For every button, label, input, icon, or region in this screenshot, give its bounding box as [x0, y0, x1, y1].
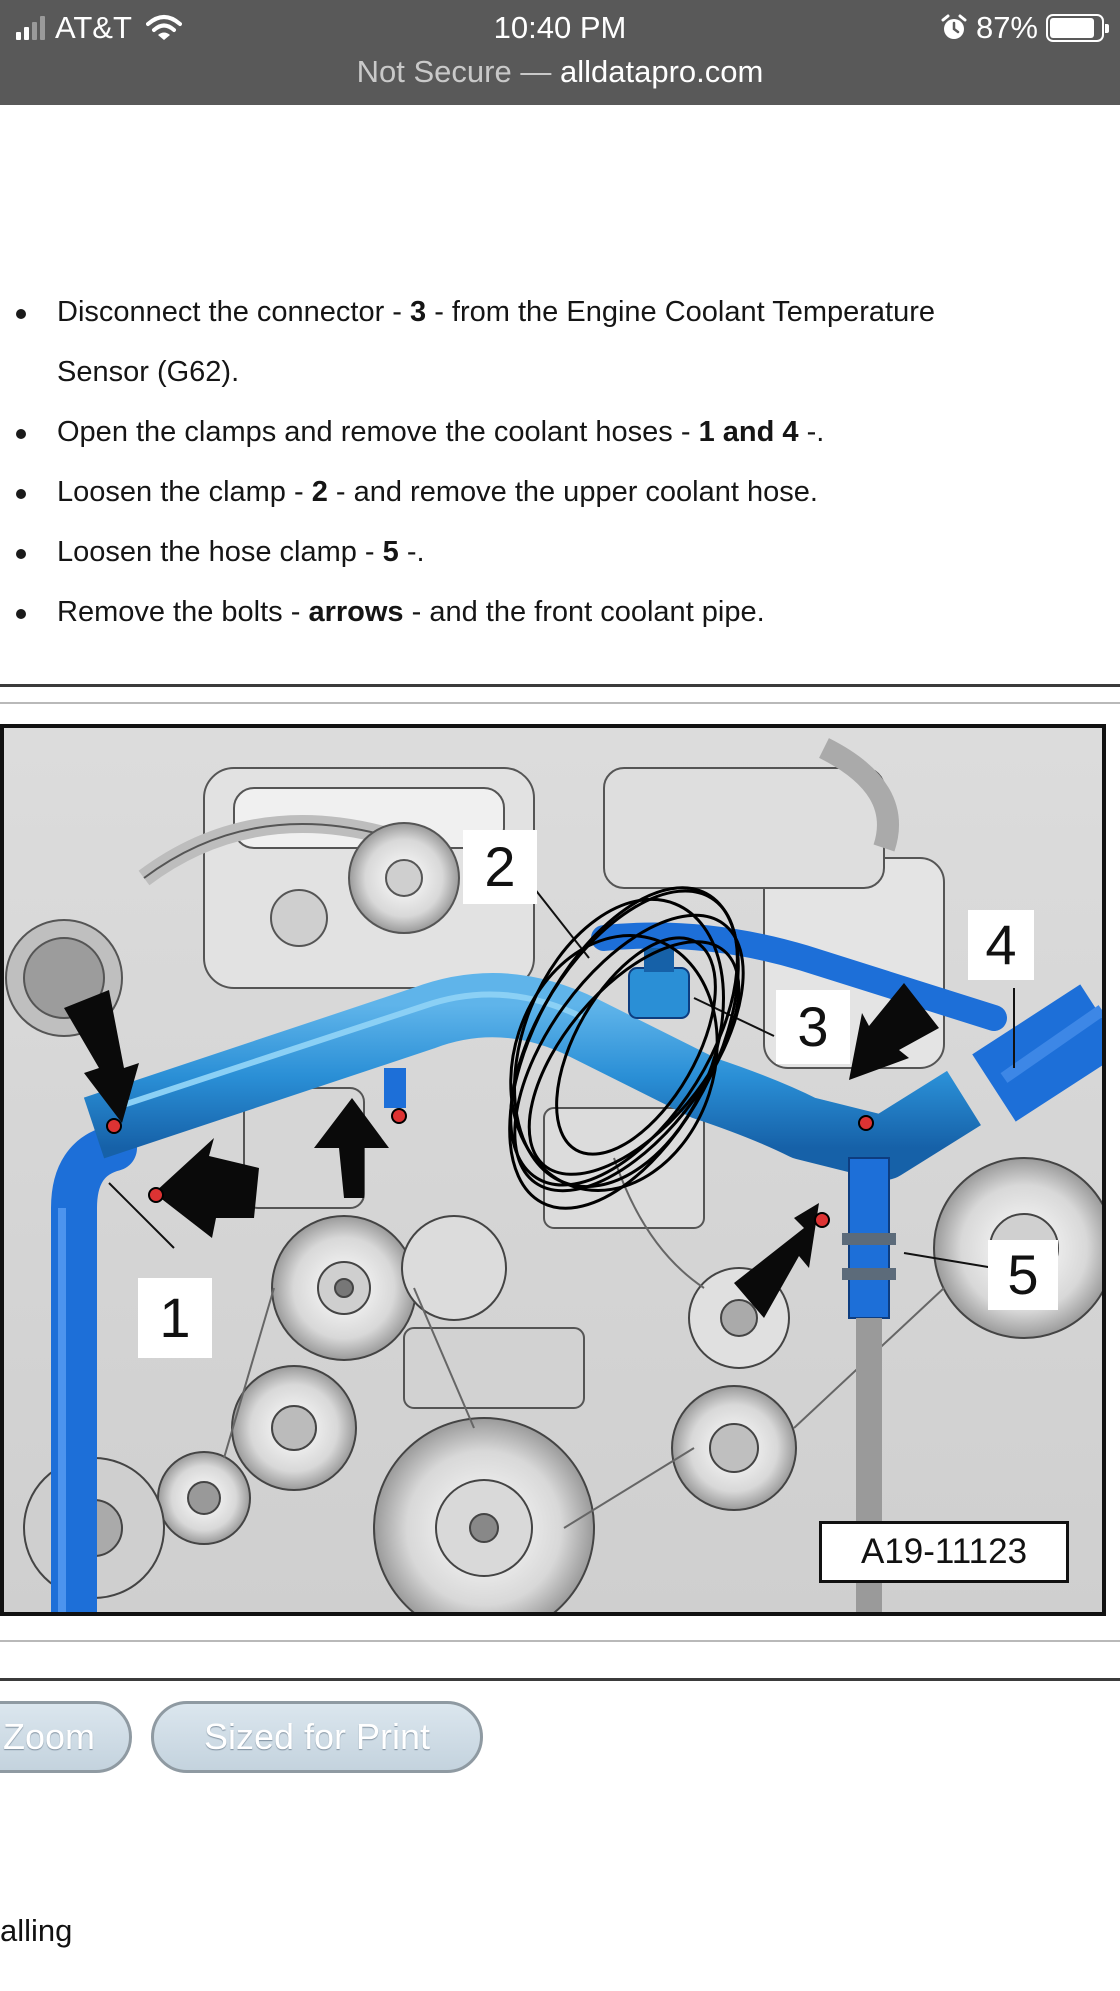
carrier-name: AT&T — [55, 10, 132, 45]
engine-illustration — [4, 728, 1102, 1612]
battery-fill — [1050, 18, 1094, 38]
instruction-item: Open the clamps and remove the coolant h… — [0, 402, 1100, 462]
wifi-icon — [145, 15, 182, 40]
url-domain: alldatapro.com — [559, 54, 764, 89]
instruction-item: Disconnect the connector - 3 - from the … — [0, 282, 1100, 342]
security-indicator: Not Secure — — [356, 54, 552, 89]
status-carrier: AT&T — [16, 8, 182, 48]
status-right: 87% — [940, 8, 1109, 48]
instruction-item: Loosen the hose clamp - 5 -. — [0, 522, 1100, 582]
instruction-item: Remove the bolts - arrows - and the fron… — [0, 582, 1100, 642]
status-time: 10:40 PM — [493, 10, 627, 45]
figure-id-label: A19-11123 — [819, 1521, 1069, 1583]
battery-percent: 87% — [975, 10, 1038, 45]
zoom-button[interactable]: Zoom — [0, 1701, 132, 1773]
callout-2: 2 — [463, 830, 537, 904]
hand-drawn-scribble — [508, 886, 745, 1210]
instruction-item-continued: Sensor (G62). — [57, 356, 240, 388]
alarm-clock-icon — [941, 14, 967, 39]
section-divider — [0, 1640, 1120, 1642]
section-divider — [0, 1678, 1120, 1681]
engine-diagram[interactable] — [0, 724, 1106, 1616]
browser-top-bar: AT&T 10:40 PM 87% Not Secure — alldatapr… — [0, 0, 1120, 105]
section-divider — [0, 702, 1120, 704]
callout-3: 3 — [776, 990, 850, 1064]
battery-icon — [1046, 14, 1109, 42]
address-bar[interactable]: Not Secure — alldatapro.com — [0, 52, 1120, 92]
sized-for-print-button[interactable]: Sized for Print — [151, 1701, 483, 1773]
instruction-item: Loosen the clamp - 2 - and remove the up… — [0, 462, 1100, 522]
callout-1: 1 — [138, 1278, 212, 1358]
cell-signal-icon — [16, 16, 45, 40]
callout-5: 5 — [988, 1240, 1058, 1310]
callout-4: 4 — [968, 910, 1034, 980]
instruction-list: Disconnect the connector - 3 - from the … — [0, 282, 1100, 642]
truncated-heading: alling — [0, 1913, 73, 1948]
section-divider — [0, 684, 1120, 687]
